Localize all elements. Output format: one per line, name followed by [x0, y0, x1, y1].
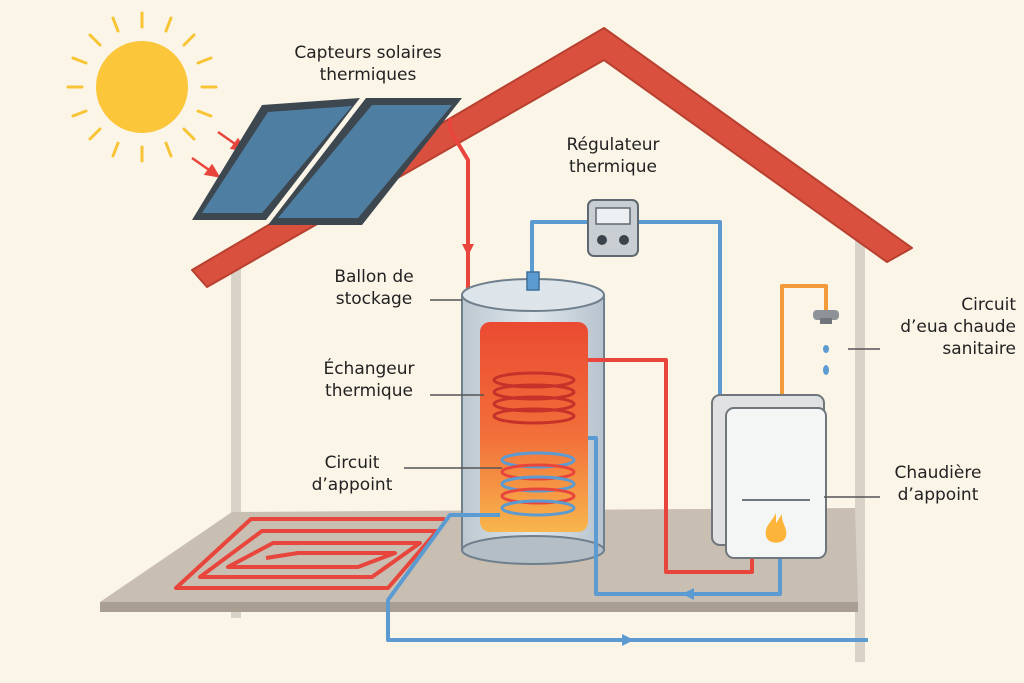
label-thermal-regulator: Régulateur thermique: [566, 135, 660, 177]
solar-panel-right: [268, 98, 462, 225]
label-dhw-circuit: Circuit d’eua chaude sanitaire: [900, 295, 1016, 359]
backup-boiler: [711, 394, 827, 559]
label-backup-boiler: Chaudière d’appoint: [894, 463, 982, 505]
dhw-pipe: [780, 284, 828, 398]
sun-icon: [66, 11, 218, 163]
label-solar-collectors: Capteurs solaires thermiques: [294, 43, 442, 85]
heat-exchanger-coil: [492, 371, 576, 425]
flow-arrow-icon: [682, 588, 694, 600]
label-backup-circuit: Circuit d’appoint: [311, 453, 393, 495]
storage-tank: [461, 271, 605, 565]
leader-lines: [404, 299, 880, 498]
flow-arrow-icon: [622, 634, 634, 646]
water-drop-icon: [823, 345, 829, 375]
thermal-regulator: [587, 199, 639, 257]
label-heat-exchanger: Échangeur thermique: [323, 359, 415, 401]
house-walls: [231, 222, 865, 662]
faucet-icon: [813, 310, 839, 324]
flow-arrow-icon: [462, 244, 474, 256]
solar-panel-left: [192, 98, 360, 220]
roof: [191, 27, 913, 288]
boiler-hot-pipe: [588, 358, 754, 574]
regulator-sensor-pipe: [530, 220, 722, 400]
return-cold-pipe: [386, 436, 868, 642]
backup-circuit-coil: [500, 451, 576, 517]
flame-icon: [765, 513, 787, 543]
label-storage-tank: Ballon de stockage: [334, 267, 414, 309]
underfloor-heating-coil: [174, 517, 445, 590]
